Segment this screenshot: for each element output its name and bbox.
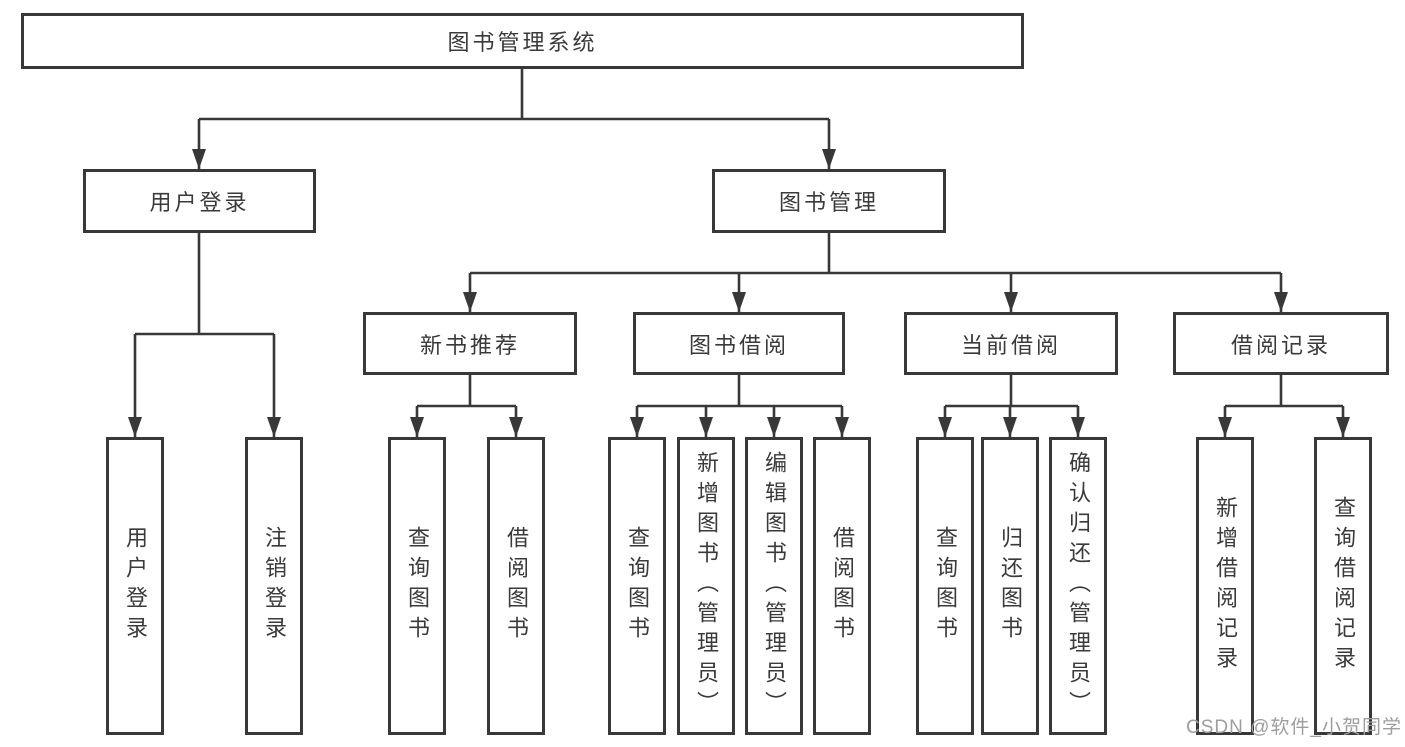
- arrowheads: [128, 149, 1350, 437]
- leaf-label: 新增图书（管理员）: [694, 451, 719, 721]
- node-root: 图书管理系统: [21, 13, 1024, 69]
- leaf-label: 确认归还（管理员）: [1066, 451, 1091, 721]
- leaf-logout-login: 注销登录: [245, 437, 303, 735]
- leaf-label: 查询借阅记录: [1331, 496, 1356, 676]
- leaf-label: 注销登录: [262, 526, 287, 646]
- leaf-label: 用户登录: [123, 526, 148, 646]
- leaf-newbook-borrow-books: 借阅图书: [487, 437, 545, 735]
- leaf-user-login: 用户登录: [106, 437, 164, 735]
- leaf-current-confirm-return-admin: 确认归还（管理员）: [1049, 437, 1107, 735]
- leaf-label: 查询图书: [405, 526, 430, 646]
- leaf-label: 编辑图书（管理员）: [762, 451, 787, 721]
- node-borrow-records: 借阅记录: [1173, 312, 1389, 375]
- leaf-borrow-borrow-books: 借阅图书: [813, 437, 871, 735]
- leaf-label: 借阅图书: [504, 526, 529, 646]
- node-book-mgmt: 图书管理: [712, 169, 946, 233]
- leaf-records-query-record: 查询借阅记录: [1314, 437, 1372, 735]
- leaf-current-query-books: 查询图书: [916, 437, 974, 735]
- leaf-borrow-query-books: 查询图书: [608, 437, 666, 735]
- leaf-borrow-add-books-admin: 新增图书（管理员）: [677, 437, 735, 735]
- leaf-label: 查询图书: [625, 526, 650, 646]
- node-book-borrow: 图书借阅: [633, 312, 845, 375]
- leaf-label: 借阅图书: [830, 526, 855, 646]
- csdn-watermark: CSDN @软件_小贺同学: [1186, 717, 1402, 738]
- leaf-label: 新增借阅记录: [1213, 496, 1238, 676]
- node-new-book-rec: 新书推荐: [363, 312, 577, 375]
- leaf-current-return-books: 归还图书: [981, 437, 1039, 735]
- leaf-newbook-query-books: 查询图书: [388, 437, 446, 735]
- leaf-label: 归还图书: [998, 526, 1023, 646]
- node-current-borrow: 当前借阅: [904, 312, 1118, 375]
- leaf-borrow-edit-books-admin: 编辑图书（管理员）: [745, 437, 803, 735]
- leaf-label: 查询图书: [933, 526, 958, 646]
- leaf-records-add-record: 新增借阅记录: [1196, 437, 1254, 735]
- node-user-login: 用户登录: [83, 169, 316, 233]
